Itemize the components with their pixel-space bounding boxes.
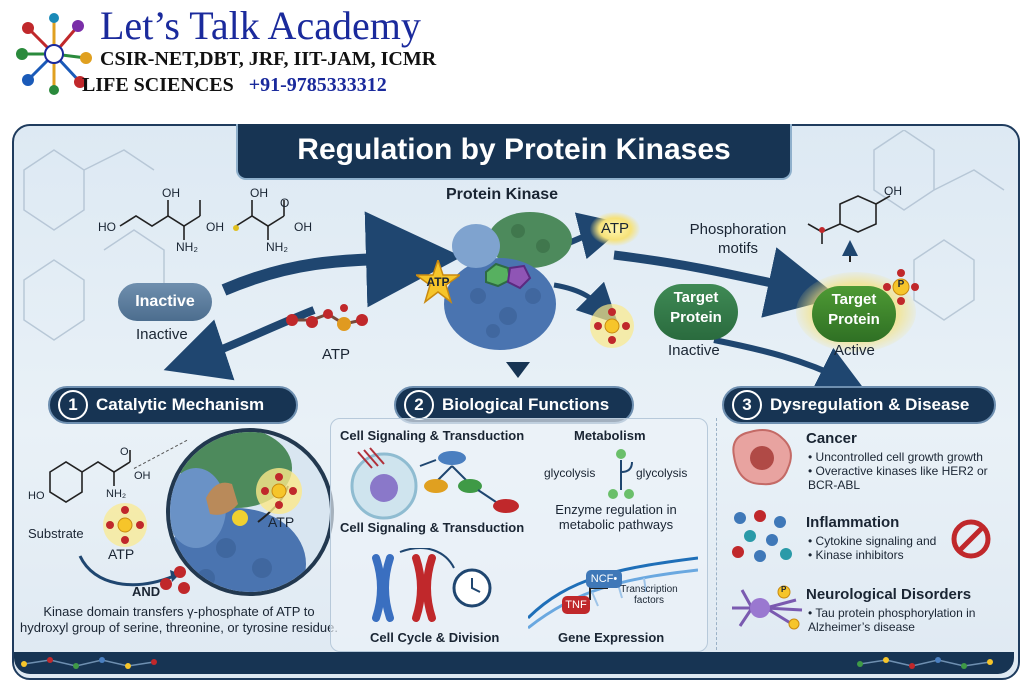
academy-logo xyxy=(8,8,100,100)
inflammation-bullet-2-text: Kinase inhibitors xyxy=(815,548,904,562)
atp-phosphate-icon xyxy=(103,503,147,547)
catalytic-ho-label: HO xyxy=(28,490,45,502)
neuron-icon xyxy=(732,585,803,630)
brand-exams: CSIR-NET,DBT, JRF, IIT-JAM, ICMR xyxy=(100,48,437,70)
cancer-bullet-1-text: Uncontrolled cell growth growth xyxy=(815,450,983,464)
inflammation-heading: Inflammation xyxy=(806,514,900,531)
cell-cycle-label: Cell Cycle & Division xyxy=(370,630,500,645)
metabolic-pathway-icon xyxy=(608,449,634,499)
substrate-label: Substrate xyxy=(28,526,84,541)
section-1-number: 1 xyxy=(58,390,88,420)
target-protein-active: Target Protein xyxy=(812,286,896,342)
section-3-number: 3 xyxy=(732,390,762,420)
neuro-bullet-1: • Tau protein phosphorylation in Alzheim… xyxy=(808,606,976,634)
inflammation-bullet-2: • Kinase inhibitors xyxy=(808,548,904,562)
neuro-p-label: P xyxy=(781,585,787,594)
chem-label-oh-tyrosine: OH xyxy=(884,184,902,198)
section-3-heading: Dysregulation & Disease xyxy=(770,395,970,414)
neuro-bullet-1-text: Tau protein phosphorylation in Alzheimer… xyxy=(808,606,976,634)
cell-signaling-icon xyxy=(350,447,519,520)
phosphoration-motifs-label: Phosphoration motifs xyxy=(689,221,787,257)
metabolism-label: Metabolism xyxy=(574,428,646,443)
chem-label-oh-4: OH xyxy=(294,220,312,234)
target-protein-inactive: Target Protein xyxy=(654,284,738,340)
signaling-bottom-label: Cell Signaling & Transduction xyxy=(340,520,525,535)
section-dysregulation-header: 3 Dysregulation & Disease xyxy=(722,386,996,424)
section-2-number: 2 xyxy=(404,390,434,420)
atp-molecule-icon xyxy=(286,304,368,331)
atp-top-label: ATP xyxy=(590,212,640,246)
brand-phone: +91-9785333312 xyxy=(248,74,387,96)
atp-badge-label: ATP xyxy=(426,275,450,289)
transcription-factors-label: Transcription factors xyxy=(620,584,678,606)
neuro-heading: Neurological Disorders xyxy=(806,586,972,603)
chem-label-o: O xyxy=(280,196,290,210)
signaling-top-label: Cell Signaling & Transduction xyxy=(340,428,525,443)
catalytic-atp-label: ATP xyxy=(108,546,135,562)
phosphate-dots-icon xyxy=(160,566,190,594)
section-1-heading: Catalytic Mechanism xyxy=(96,395,265,414)
protein-kinase-structure-icon xyxy=(444,212,572,350)
chem-label-oh-2: OH xyxy=(206,220,224,234)
catalytic-nh2-label: NH₂ xyxy=(106,488,127,500)
chromosomes-icon xyxy=(372,548,492,622)
cancer-bullet-2-text: Overactive kinases like HER2 or BCR-ABL xyxy=(808,464,988,492)
background-chemistry-icon xyxy=(23,130,1005,341)
tnf-badge: TNF xyxy=(562,596,590,614)
catalytic-o-label: O xyxy=(120,446,129,458)
phosphate-attached-icon xyxy=(883,269,919,305)
inactive-kinase-pill: Inactive xyxy=(118,283,212,321)
chem-label-ho: HO xyxy=(98,220,116,234)
inactive-caption: Inactive xyxy=(136,326,188,343)
brand-subject: LIFE SCIENCES xyxy=(82,74,234,96)
enzyme-regulation-label: Enzyme regulation in metabolic pathways xyxy=(555,502,677,532)
gene-expression-label: Gene Expression xyxy=(558,630,665,645)
ncf-badge: NCF• xyxy=(586,570,622,588)
section-catalytic-header: 1 Catalytic Mechanism xyxy=(48,386,298,424)
cancer-bullet-2: • Overactive kinases like HER2 or BCR-AB… xyxy=(808,464,988,492)
phosphate-group-icon xyxy=(590,304,634,348)
inflammation-bullet-1: • Cytokine signaling and xyxy=(808,534,937,548)
catalytic-atp-right-label: ATP xyxy=(268,514,295,530)
target-active-caption: Active xyxy=(834,342,875,359)
phosphate-p-label: P xyxy=(897,279,905,290)
down-arrow-icon xyxy=(506,362,530,378)
target-inactive-caption: Inactive xyxy=(668,342,720,359)
protein-kinase-label: Protein Kinase xyxy=(446,186,559,203)
chem-label-oh-3: OH xyxy=(250,186,268,200)
cancer-cell-icon xyxy=(732,429,792,486)
dysregulation-section xyxy=(716,418,1005,650)
page-title: Regulation by Protein Kinases xyxy=(236,124,792,180)
inflammation-cells-icon xyxy=(732,510,792,562)
bottom-strip xyxy=(14,652,1014,674)
cancer-bullet-1: • Uncontrolled cell growth growth xyxy=(808,450,983,464)
chem-label-oh-1: OH xyxy=(162,186,180,200)
bottom-molecules-right-icon xyxy=(857,657,993,669)
catalytic-caption: Kinase domain transfers γ-phosphate of A… xyxy=(20,604,338,635)
bottom-molecules-left-icon xyxy=(21,657,157,669)
glycolysis-right-label: glycolysis xyxy=(636,466,688,480)
brand-title: Let’s Talk Academy xyxy=(100,3,421,48)
flow-arrows-icon xyxy=(163,211,866,390)
chem-label-nh2-2: NH₂ xyxy=(266,240,288,254)
section-2-heading: Biological Functions xyxy=(442,395,610,414)
substrate-structure-icon xyxy=(49,450,131,503)
catalytic-oh-label: OH xyxy=(134,470,151,482)
and-label: AND xyxy=(132,584,161,599)
atp-left-label: ATP xyxy=(322,346,351,363)
molecule-logo-icon xyxy=(16,13,92,95)
cancer-heading: Cancer xyxy=(806,430,857,447)
tyrosine-structure-icon xyxy=(807,195,891,244)
inflammation-bullet-1-text: Cytokine signaling and xyxy=(815,534,937,548)
kinase-active-site-zoom-icon xyxy=(166,428,334,596)
brand-subject-line: LIFE SCIENCES +91-9785333312 xyxy=(82,74,387,97)
chem-label-nh2-1: NH₂ xyxy=(176,240,198,254)
atp-star-badge-icon xyxy=(416,260,460,304)
no-entry-icon xyxy=(951,519,991,559)
glycolysis-left-label: glycolysis xyxy=(544,466,596,480)
atp-transfer-icon xyxy=(256,468,302,514)
amino-acid-structures-icon xyxy=(119,200,285,240)
